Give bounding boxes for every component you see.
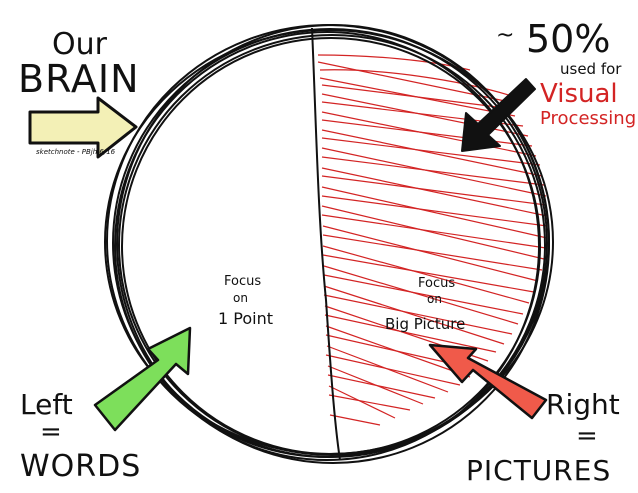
brain-label: BRAIN <box>18 57 140 101</box>
brain-outline <box>104 24 554 464</box>
left-label: Left <box>20 388 73 421</box>
percent-label: 50% <box>526 17 610 61</box>
used-for-label: used for <box>560 60 622 78</box>
left-focus-line3: 1 Point <box>218 309 273 328</box>
processing-label: Processing <box>540 108 636 129</box>
tilde-label: ~ <box>496 23 514 48</box>
hemisphere-divider <box>311 27 341 461</box>
right-focus-line1: Focus <box>418 276 455 291</box>
right-equals: = <box>576 421 598 451</box>
words-label: WORDS <box>20 449 141 484</box>
red-arrow-icon <box>428 343 548 420</box>
yellow-arrow-icon <box>28 96 138 159</box>
left-equals: = <box>40 417 62 447</box>
pictures-label: PICTURES <box>466 454 611 487</box>
green-arrow-icon <box>93 326 192 432</box>
left-focus-line2: on <box>233 291 248 305</box>
left-focus-line1: Focus <box>224 274 261 289</box>
right-focus-line2: on <box>427 292 442 306</box>
signature: sketchnote - PBjh 6/16 <box>36 148 116 156</box>
right-label: Right <box>546 388 620 421</box>
right-focus-line3: Big Picture <box>385 315 465 333</box>
right-hemisphere-hatching <box>317 54 548 426</box>
visual-label: Visual <box>540 79 618 109</box>
our-label: Our <box>52 27 108 62</box>
black-arrow-icon <box>461 78 536 152</box>
